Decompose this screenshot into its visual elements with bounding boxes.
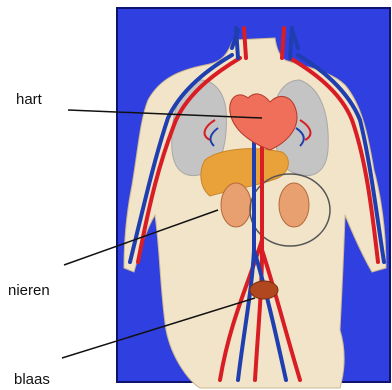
right-kidney [279,183,309,227]
label-bladder: blaas [14,372,50,387]
label-heart: hart [16,92,42,107]
bladder [250,281,278,299]
left-kidney [221,183,251,227]
label-kidneys: nieren [8,283,50,298]
